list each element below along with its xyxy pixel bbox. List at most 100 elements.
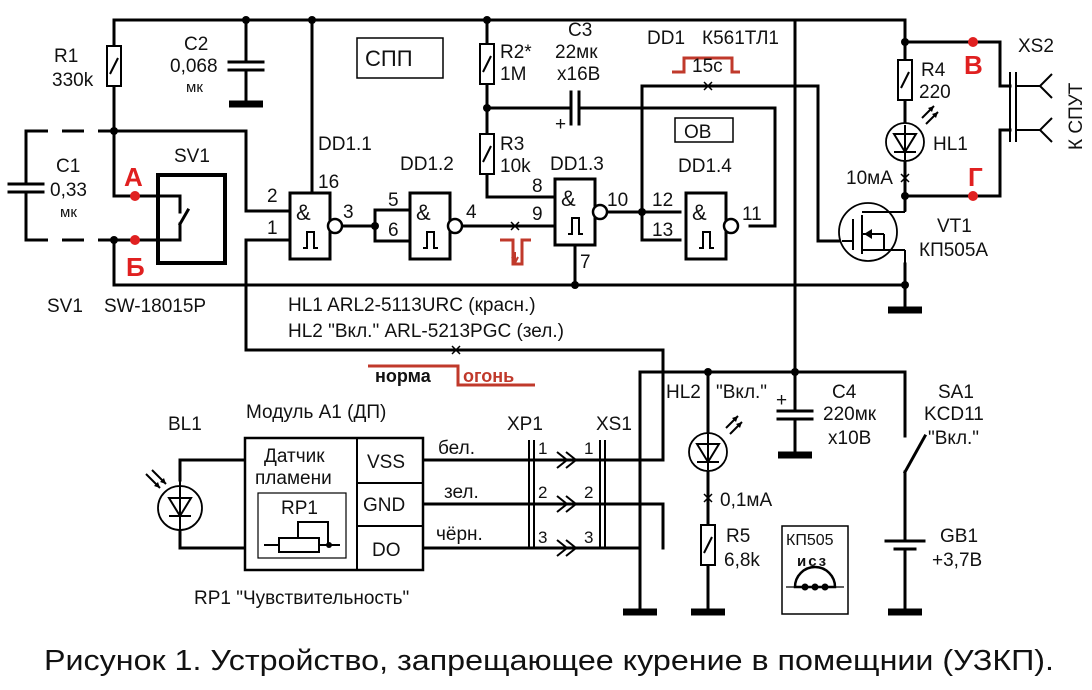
wire-white: бел. [438,438,475,459]
ic-type: К561ТЛ1 [702,28,779,49]
pot-label: RP1 [281,498,318,519]
r1-ref: R1 [54,46,78,67]
pulse-duration: 15с [692,56,723,77]
measurement-marks [451,81,910,503]
resistor-r5 [700,524,716,566]
c2-value: 0,068 [170,56,218,77]
capacitor-c1 [7,182,45,194]
gate-dd1-2 [408,191,464,261]
connector-xp1-xs1 [528,440,606,557]
pin-do: DO [372,540,401,561]
r1-value: 330k [52,70,94,91]
r5-ref: R5 [726,526,750,547]
wire-black: чёрн. [436,524,483,545]
ov-box [674,117,734,143]
gate-dd1-1 [288,191,344,261]
r3-ref: R3 [500,134,524,155]
xs1-ref: XS1 [596,414,632,435]
wires [24,18,1012,614]
r3-value: 10k [500,156,531,177]
mosfet-vt1 [838,196,906,264]
resistor-r2 [479,43,495,85]
ic-name: DD1 [647,28,685,49]
led-hl1 [885,105,939,162]
c1-ref: C1 [56,156,80,177]
point-a: А [124,162,143,192]
pin-16: 16 [318,172,339,193]
gate-dd1-4 [684,191,740,261]
resistor-r3 [479,133,495,175]
module-a1 [243,436,425,572]
r5-value: 6,8k [724,550,760,571]
gate-dd1-4-label: DD1.4 [678,156,732,177]
c3-value: 22мк [555,42,598,63]
gate-symbol: & [296,200,311,225]
vt1-current: 10мА [846,168,893,189]
xp1-pin-2: 2 [538,483,547,502]
pin-6: 6 [388,220,399,241]
r2-value: 1M [500,64,526,85]
state-fire: огонь [463,366,514,386]
sv1-ref-note: SV1 [47,296,83,317]
xs1-pin-3: 3 [584,528,593,547]
junctions [110,16,909,376]
gate-symbol: & [416,200,431,225]
c3-plus: + [555,114,566,135]
figure-caption: Рисунок 1. Устройство, запрещающее курен… [44,645,1054,677]
ground-symbols [229,100,922,616]
xp1-ref: XP1 [507,414,543,435]
pin-9: 9 [532,204,543,225]
ov-label: ОВ [684,122,711,143]
resistor-r1 [106,45,122,87]
spp-box [356,37,444,79]
c3-ref: C3 [568,20,592,41]
point-g: Г [968,162,983,192]
pin-8: 8 [532,176,543,197]
c1-value: 0,33 [50,180,87,201]
vt1-ref: VT1 [937,216,972,237]
pin-3: 3 [343,202,354,223]
labels: R1 330k C2 0,068 мк C1 0,33 мк SV1 А Б S… [44,20,1087,677]
pin-7: 7 [580,252,591,273]
capacitor-c2 [227,60,265,72]
point-v: В [964,50,983,80]
pin-gnd: GND [363,495,405,516]
c2-ref: C2 [184,34,208,55]
kp505-title: КП505 [786,532,834,549]
pulse-15s-waveform [672,56,740,74]
r2-ref: R2* [500,42,532,63]
led-hl2 [688,415,743,472]
hl2-label: "Вкл." [716,382,767,403]
gate-symbol: & [561,186,576,211]
connector-xs2 [1009,72,1053,143]
switch-sv1 [156,173,227,265]
hl2-current: 0,1мА [720,490,772,511]
pin-2: 2 [267,186,278,207]
sensor-label-1: Датчик [264,446,325,467]
sv1-part: SW-18015P [104,296,206,317]
hl2-ref: HL2 [666,382,701,403]
c3-voltage: x16B [557,64,600,85]
pin-vss: VSS [367,452,405,473]
c4-value: 220мк [823,404,877,425]
resistor-r4 [897,59,913,101]
xs1-pin-2: 2 [584,483,593,502]
kp505-pinout [781,525,849,615]
xp1-pin-3: 3 [538,528,547,547]
bl1-ref: BL1 [168,414,202,435]
pin-10: 10 [607,190,628,211]
sa1-part: KCD11 [924,404,984,425]
norma-fire-waveform [368,364,535,387]
spp-label: СПП [365,46,413,71]
state-normal: норма [375,366,432,386]
gate-dd1-3 [553,177,609,247]
c4-voltage: x10B [828,428,871,449]
gb1-value: +3,7В [932,550,982,571]
c4-plus: + [776,390,787,411]
pin-12: 12 [652,190,673,211]
c1-unit: мк [60,204,77,221]
sa1-label: "Вкл." [928,428,979,449]
pulse-arrow-icon [511,252,519,266]
r4-value: 220 [919,82,951,103]
c2-unit: мк [186,79,203,96]
